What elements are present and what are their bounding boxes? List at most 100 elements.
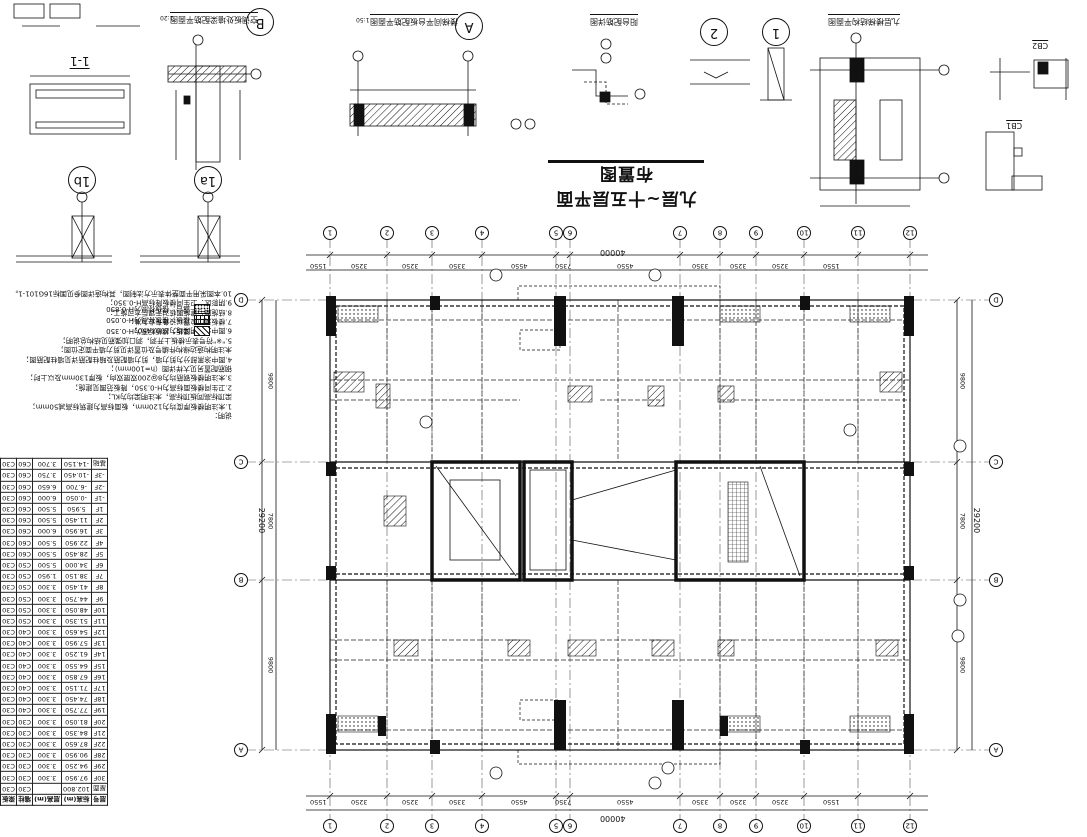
table-cell: 13F: [91, 637, 108, 649]
svg-text:A: A: [238, 746, 243, 754]
bottom-segment-dim: 7350: [555, 798, 572, 806]
cb-details: [985, 58, 1069, 191]
table-cell: C60: [16, 458, 33, 470]
table-cell: C60: [16, 469, 33, 481]
left-total-dim: 29200: [257, 507, 267, 534]
table-cell: C30: [0, 671, 17, 683]
svg-text:10: 10: [800, 822, 809, 830]
svg-text:12: 12: [906, 229, 915, 237]
table-cell: 19F: [91, 704, 108, 716]
grid-bubble-right: D: [989, 293, 1003, 307]
table-cell: 38.150: [61, 570, 92, 582]
grid-bubble-top: 9: [749, 226, 763, 240]
svg-text:8: 8: [718, 229, 722, 237]
table-cell: C60: [16, 480, 33, 493]
table-cell: 3.300: [32, 671, 62, 683]
bottom-segment-dim: 4550: [511, 798, 528, 806]
top-segment-dim: 1550: [310, 262, 327, 270]
bottom-segment-dim: 3250: [730, 798, 747, 806]
plan-title: 九层~十五层平面布置图: [548, 160, 704, 213]
table-cell: 64.550: [61, 659, 92, 672]
section-markers: [419, 268, 967, 790]
table-cell: 28.450: [61, 548, 92, 560]
detail-a-scale: 1:50: [356, 16, 370, 23]
grid-bubble-right: A: [989, 743, 1003, 757]
table-cell: 44.750: [61, 592, 92, 604]
table-cell: 57.950: [61, 637, 92, 649]
grid-bubble-top: 2: [380, 226, 394, 240]
table-cell: 3.300: [32, 693, 62, 705]
note-line: 3.未注明楼板钢筋均为8@200双层双向，板厚130mm及以上时；: [26, 374, 233, 383]
table-cell: 10F: [91, 603, 108, 616]
svg-text:7: 7: [678, 229, 682, 237]
table-cell: 8F: [91, 581, 108, 593]
table-cell: 基础: [91, 458, 108, 470]
table-cell: C30: [16, 727, 33, 739]
table-cell: C30: [0, 715, 17, 727]
table-cell: 墙柱: [16, 794, 33, 806]
table-cell: C30: [0, 603, 17, 616]
table-cell: C30: [0, 771, 17, 783]
note-line: 梁顶标高同板顶标高，未注明梁均为KL；: [104, 392, 233, 401]
table-cell: C30: [0, 458, 17, 470]
grid-bubble-top: 7: [673, 226, 687, 240]
legend-label: 楼板：楼板标高为H-0.050: [106, 316, 190, 325]
table-cell: C60: [16, 514, 33, 526]
bottom-segment-dim: 4550: [617, 798, 634, 806]
legend-item: 楼板：楼板标高为H-0.050: [60, 315, 210, 326]
detail-1a-marker: 1a: [194, 166, 222, 194]
grid-bubble-bottom: 8: [713, 819, 727, 833]
bottom-segment-dim: 1550: [310, 798, 327, 806]
svg-text:3: 3: [430, 229, 434, 237]
table-cell: 4F: [91, 536, 108, 548]
table-cell: 84.350: [61, 727, 92, 739]
top-segment-dim: 3250: [772, 262, 789, 270]
table-cell: 102.800: [61, 782, 92, 795]
grid-bubble-bottom: 1: [323, 819, 337, 833]
table-cell: 标高(m): [61, 794, 92, 806]
grid-bubble-top: 6: [563, 226, 577, 240]
cb2-label: CB2: [1032, 40, 1049, 50]
lowered-slab-areas: [333, 371, 903, 657]
table-cell: 11F: [91, 615, 108, 627]
table-cell: 3.300: [32, 648, 62, 660]
table-cell: C30: [0, 559, 17, 571]
grid-bubble-bottom: 3: [425, 819, 439, 833]
table-cell: C30: [0, 760, 17, 772]
table-cell: 16F: [91, 671, 108, 683]
table-cell: 7F: [91, 570, 108, 582]
table-cell: C30: [0, 581, 17, 593]
table-cell: 12F: [91, 626, 108, 638]
balcony-areas: [337, 305, 891, 733]
detail-b-title: 空调板处墙梁配筋平面图: [170, 12, 258, 25]
grid-bubble-right: B: [989, 573, 1003, 587]
bottom-segment-dim: 3350: [692, 798, 709, 806]
table-cell: 1.950: [32, 570, 62, 582]
top-segment-dim: 4550: [511, 262, 528, 270]
table-cell: C50: [16, 581, 33, 593]
table-cell: 3.700: [32, 458, 62, 470]
table-cell: C30: [16, 715, 33, 727]
svg-text:D: D: [993, 296, 998, 304]
table-cell: C30: [0, 648, 17, 660]
grid-bubble-bottom: 5: [549, 819, 563, 833]
overall-dim-top: 40000: [600, 248, 626, 257]
svg-text:C: C: [238, 458, 243, 466]
svg-text:4: 4: [479, 822, 484, 830]
notes-heading: 说明：: [211, 411, 232, 420]
table-cell: C30: [0, 682, 17, 694]
table-cell: 3.300: [32, 771, 62, 783]
table-cell: C50: [16, 559, 33, 571]
svg-text:A: A: [993, 746, 998, 754]
table-cell: 16.950: [61, 525, 92, 537]
